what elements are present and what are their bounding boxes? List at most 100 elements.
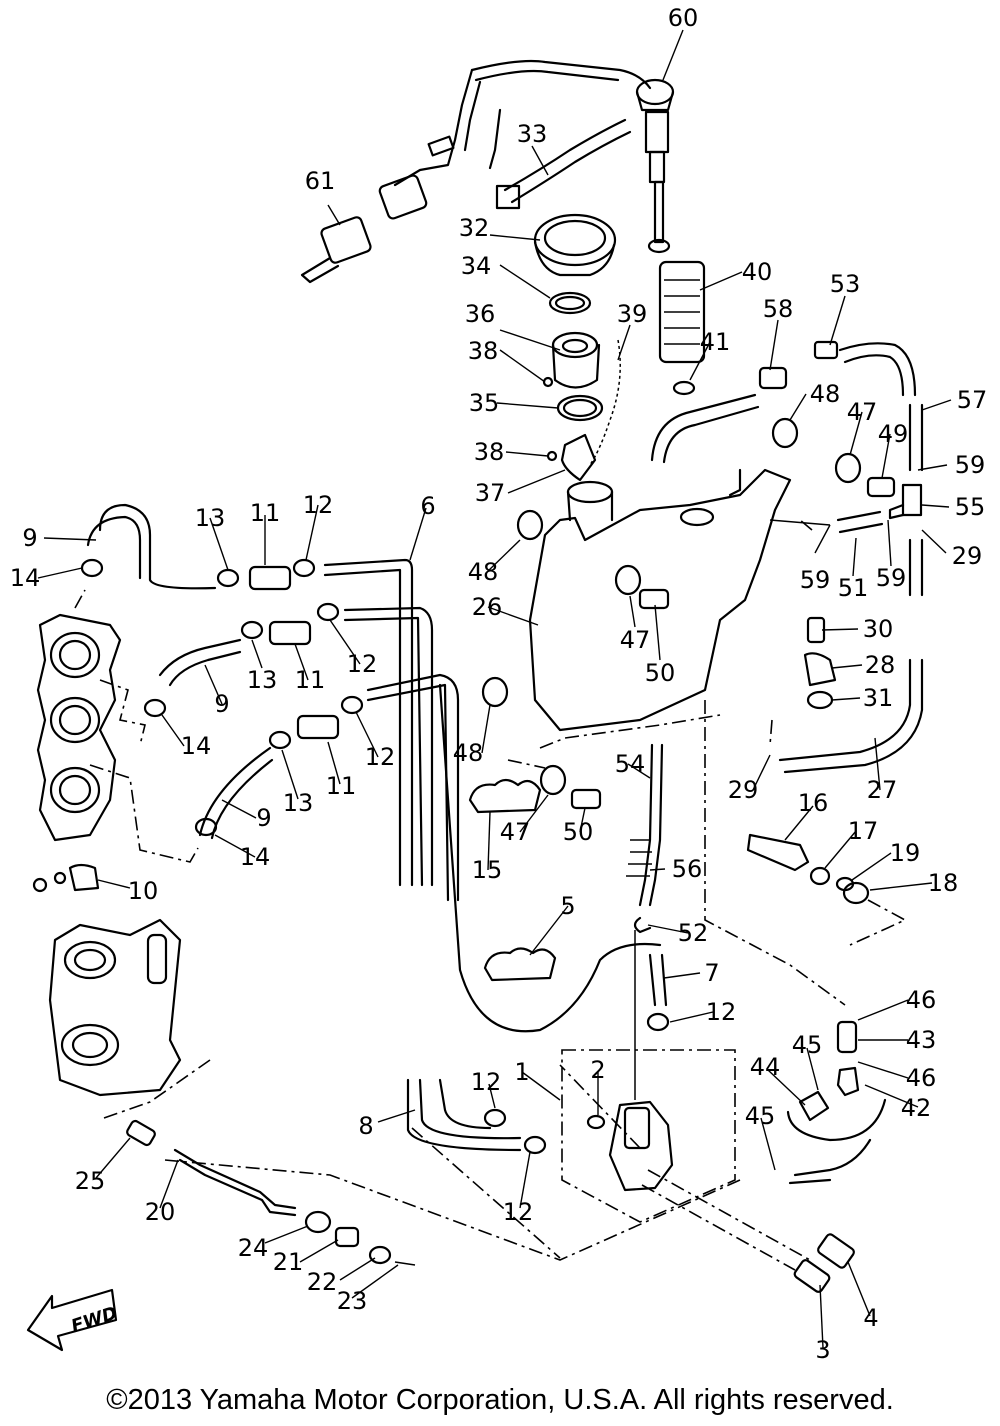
callout-46: 46	[906, 986, 937, 1014]
callout-49: 49	[878, 420, 909, 448]
callout-22: 22	[307, 1268, 338, 1296]
callout-57: 57	[957, 386, 988, 414]
callout-6: 6	[420, 492, 435, 520]
callout-50: 50	[645, 659, 676, 687]
callout-16: 16	[798, 789, 829, 817]
filler-cap	[533, 213, 617, 277]
callout-32: 32	[459, 214, 490, 242]
callout-21: 21	[273, 1248, 304, 1276]
hose-holder-5	[483, 947, 557, 982]
callout-52: 52	[678, 919, 709, 947]
callout-11: 11	[250, 499, 281, 527]
callout-44: 44	[750, 1053, 781, 1081]
chain-39	[589, 339, 621, 466]
joint-58	[758, 340, 839, 390]
fittings-3-4	[793, 1233, 855, 1293]
oil-level-gauge	[635, 78, 675, 254]
callout-19: 19	[890, 839, 921, 867]
callout-15: 15	[472, 856, 503, 884]
callout-59-c: 59	[876, 564, 907, 592]
callout-25: 25	[75, 1167, 106, 1195]
callout-20: 20	[145, 1198, 176, 1226]
callout-12-e: 12	[471, 1068, 502, 1096]
strainer-40	[658, 260, 706, 396]
hose-51	[836, 510, 884, 534]
callout-38-b: 38	[474, 438, 505, 466]
callout-30: 30	[863, 615, 894, 643]
callout-28: 28	[865, 651, 896, 679]
cable-band	[495, 118, 632, 210]
callout-7: 7	[704, 959, 719, 987]
callout-23: 23	[337, 1287, 368, 1315]
callout-45-b: 45	[745, 1102, 776, 1130]
callout-12-c: 12	[365, 743, 396, 771]
callout-39: 39	[617, 300, 648, 328]
callout-35: 35	[469, 389, 500, 417]
callout-58: 58	[763, 295, 794, 323]
callout-13-b: 13	[247, 666, 278, 694]
joint-55	[888, 483, 923, 520]
assembly-reference-lines	[74, 519, 907, 1271]
oil-delivery-tube	[126, 1119, 416, 1266]
callout-labels: 60 33 61 32 34 40 53 36 39 58 38 41 35 4…	[10, 4, 988, 1364]
callout-12-f: 12	[503, 1198, 534, 1226]
o-ring-35	[556, 394, 604, 422]
callout-27: 27	[867, 776, 898, 804]
callout-59: 59	[955, 451, 986, 479]
callout-2: 2	[590, 1056, 605, 1084]
callout-38: 38	[468, 337, 499, 365]
oil-level-sender-harness	[300, 59, 652, 284]
fuel-hoses	[86, 503, 662, 1152]
carburetor-assembly	[32, 613, 122, 893]
callout-31: 31	[863, 684, 894, 712]
filler-neck-36	[551, 331, 601, 389]
leader-lines	[37, 29, 952, 1349]
callout-42: 42	[901, 1094, 932, 1122]
callout-9: 9	[22, 524, 37, 552]
callout-51: 51	[838, 574, 869, 602]
callout-29: 29	[952, 542, 983, 570]
callout-36: 36	[465, 300, 496, 328]
engine-block	[48, 918, 182, 1097]
copyright-notice: ©2013 Yamaha Motor Corporation, U.S.A. A…	[106, 1384, 894, 1416]
callout-47-b: 47	[620, 626, 651, 654]
oil-injection-pump	[561, 1049, 736, 1223]
pump-parts-right	[746, 833, 887, 1185]
callout-45: 45	[792, 1031, 823, 1059]
grommets-47-48-49-50	[481, 417, 896, 810]
oil-tank	[528, 468, 831, 732]
callout-13-c: 13	[283, 789, 314, 817]
callout-12: 12	[303, 491, 334, 519]
callout-53: 53	[830, 270, 861, 298]
callout-11-b: 11	[295, 666, 326, 694]
callout-4: 4	[863, 1304, 878, 1332]
callout-9-b: 9	[214, 690, 229, 718]
callout-12-b: 12	[347, 650, 378, 678]
hose-holder-15	[468, 778, 542, 814]
callout-12-d: 12	[706, 998, 737, 1026]
gasket-34	[548, 291, 592, 315]
callout-37: 37	[475, 479, 506, 507]
callout-14: 14	[10, 564, 41, 592]
vent-hose	[650, 342, 924, 774]
callout-59-b: 59	[800, 566, 831, 594]
callout-41: 41	[700, 328, 731, 356]
callout-55: 55	[955, 493, 986, 521]
callout-60: 60	[668, 4, 699, 32]
callout-46-b: 46	[906, 1064, 937, 1092]
callout-18: 18	[928, 869, 959, 897]
callout-47-c: 47	[500, 818, 531, 846]
fuel-pumps-11	[248, 565, 340, 740]
callout-48: 48	[810, 380, 841, 408]
callout-47: 47	[847, 398, 878, 426]
callout-40: 40	[742, 258, 773, 286]
callout-3: 3	[815, 1336, 830, 1364]
callout-48-b: 48	[468, 558, 499, 586]
callout-1: 1	[514, 1058, 529, 1086]
clip-28-bolt-30	[803, 616, 837, 710]
callout-5: 5	[560, 892, 575, 920]
fwd-arrow-icon: FWD	[26, 1288, 120, 1352]
callout-33: 33	[517, 120, 548, 148]
callout-9-c: 9	[256, 804, 271, 832]
callout-48-c: 48	[453, 739, 484, 767]
